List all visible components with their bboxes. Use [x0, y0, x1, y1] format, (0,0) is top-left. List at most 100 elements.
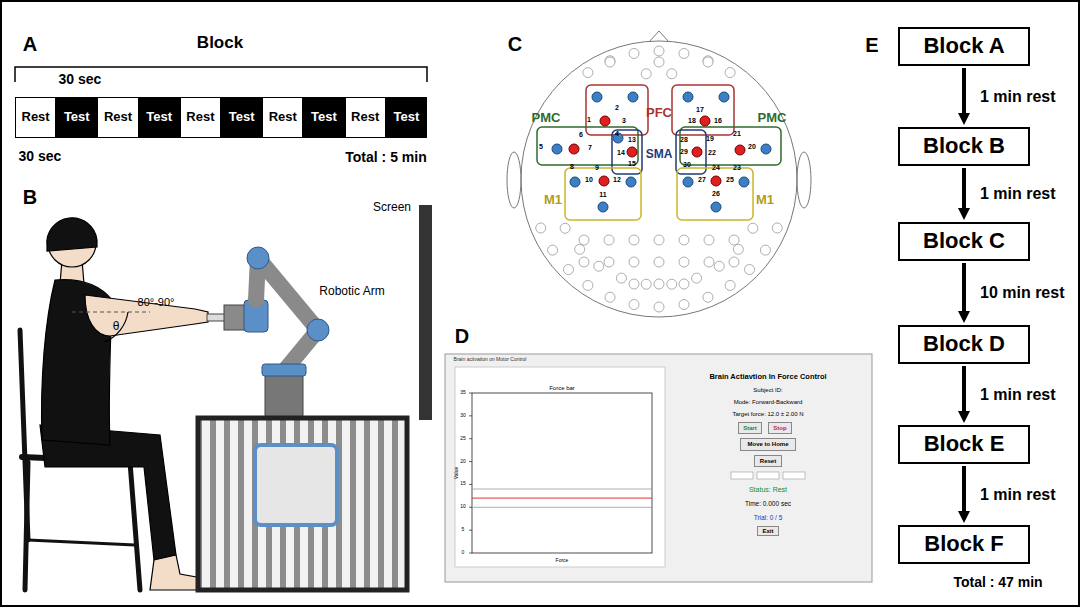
node-text: Rest: [269, 110, 297, 124]
edge-label: 1 min rest: [980, 88, 1056, 106]
timeline-box: Rest: [15, 97, 56, 138]
electrode-grid: [536, 46, 783, 312]
label: 11: [599, 191, 606, 199]
label: 27: [698, 176, 706, 184]
edge-label: 1 min rest: [980, 386, 1056, 404]
label: Target force: 12.0 ± 2.00 N: [733, 411, 804, 418]
label: 30: [683, 161, 691, 169]
node-text: Test: [394, 110, 420, 124]
cabinet-panel: [255, 445, 337, 525]
label: Brain Actiavtion In Force Control: [709, 373, 826, 381]
flow-arrow: [962, 366, 966, 413]
label: Mode: Forward-Backward: [734, 399, 803, 406]
label: 15: [628, 160, 636, 168]
label: 80°-90°: [138, 296, 175, 308]
regions: [537, 85, 781, 220]
label: 24: [712, 164, 720, 172]
label: PFC: [646, 106, 672, 120]
label: PMC: [758, 111, 787, 125]
label: 26: [712, 190, 720, 198]
gui-button: Start: [738, 422, 762, 434]
label: Force: [556, 558, 569, 564]
robotic-arm: [207, 247, 329, 418]
label: 35: [460, 390, 466, 396]
timeline-box: Test: [221, 97, 262, 138]
label: 9: [595, 164, 599, 172]
label: 6: [579, 131, 583, 139]
label: Status: Rest: [749, 486, 787, 494]
label: SMA: [646, 148, 673, 161]
label: D: [455, 325, 469, 347]
optodes: [552, 92, 771, 212]
node-text: Block D: [923, 332, 1005, 356]
timeline-box: Rest: [97, 97, 138, 138]
label: 7: [588, 144, 592, 152]
node-text: Block E: [924, 432, 1005, 456]
label: θ: [113, 320, 120, 333]
node-text: Exit: [762, 528, 773, 535]
label: Block: [197, 34, 243, 53]
block-box: Block B: [898, 127, 1030, 166]
flow-arrow: [962, 466, 966, 513]
block-box: Block F: [898, 525, 1030, 564]
label: Value: [454, 467, 460, 479]
label: 25: [460, 436, 466, 442]
node-text: Rest: [22, 110, 50, 124]
label: Time: 0.000 sec: [745, 500, 791, 507]
flow-arrow: [962, 68, 966, 115]
node-text: Block A: [923, 34, 1004, 58]
label: 20: [460, 459, 466, 465]
block-box: Block D: [898, 325, 1030, 364]
label: 4: [615, 130, 619, 138]
label: Trial: 0 / 5: [754, 514, 783, 521]
timeline-box: Rest: [262, 97, 303, 138]
node-text: Start: [743, 425, 757, 432]
label: 13: [628, 136, 636, 144]
label: 0: [462, 550, 465, 556]
label: 12: [613, 176, 621, 184]
block-box: Block C: [898, 222, 1030, 261]
label: Total : 5 min: [345, 150, 426, 165]
label: 1: [587, 116, 591, 124]
timeline-box: Test: [56, 97, 97, 138]
label: 25: [726, 176, 734, 184]
node-text: Rest: [186, 110, 214, 124]
node-text: Reset: [760, 458, 776, 465]
label: 3: [622, 117, 626, 125]
label: 30 sec: [19, 149, 62, 164]
label: 23: [733, 164, 741, 172]
gui-button: Exit: [757, 526, 779, 536]
gui-button: Move to Home: [740, 438, 796, 451]
gui-button: Reset: [754, 455, 782, 467]
node-text: Block F: [924, 532, 1003, 556]
node-text: Rest: [104, 110, 132, 124]
label: C: [508, 33, 522, 55]
node-text: Test: [64, 110, 90, 124]
label: Subject ID:: [753, 387, 782, 394]
label: A: [23, 33, 37, 55]
label: 17: [696, 106, 704, 114]
node-text: Test: [311, 110, 337, 124]
label: 30 sec: [59, 72, 102, 87]
edge-label: 1 min rest: [980, 486, 1056, 504]
block-box: Block E: [898, 425, 1030, 464]
label: 5: [539, 143, 543, 151]
head-map: [507, 31, 811, 317]
label: 14: [617, 149, 625, 157]
reference-line: [72, 311, 150, 312]
label: B: [23, 186, 37, 208]
label: 29: [680, 148, 688, 156]
label: Total : 47 min: [953, 575, 1042, 590]
label: M1: [544, 193, 562, 207]
timeline-box: Rest: [180, 97, 221, 138]
screen: [419, 205, 432, 420]
label: 15: [460, 482, 466, 488]
node-text: Test: [146, 110, 172, 124]
label: M1: [756, 193, 774, 207]
label: 22: [708, 149, 716, 157]
label: 16: [714, 117, 722, 125]
node-text: Move to Home: [747, 441, 788, 448]
timeline-box: Test: [386, 97, 427, 138]
label: 19: [706, 135, 714, 143]
